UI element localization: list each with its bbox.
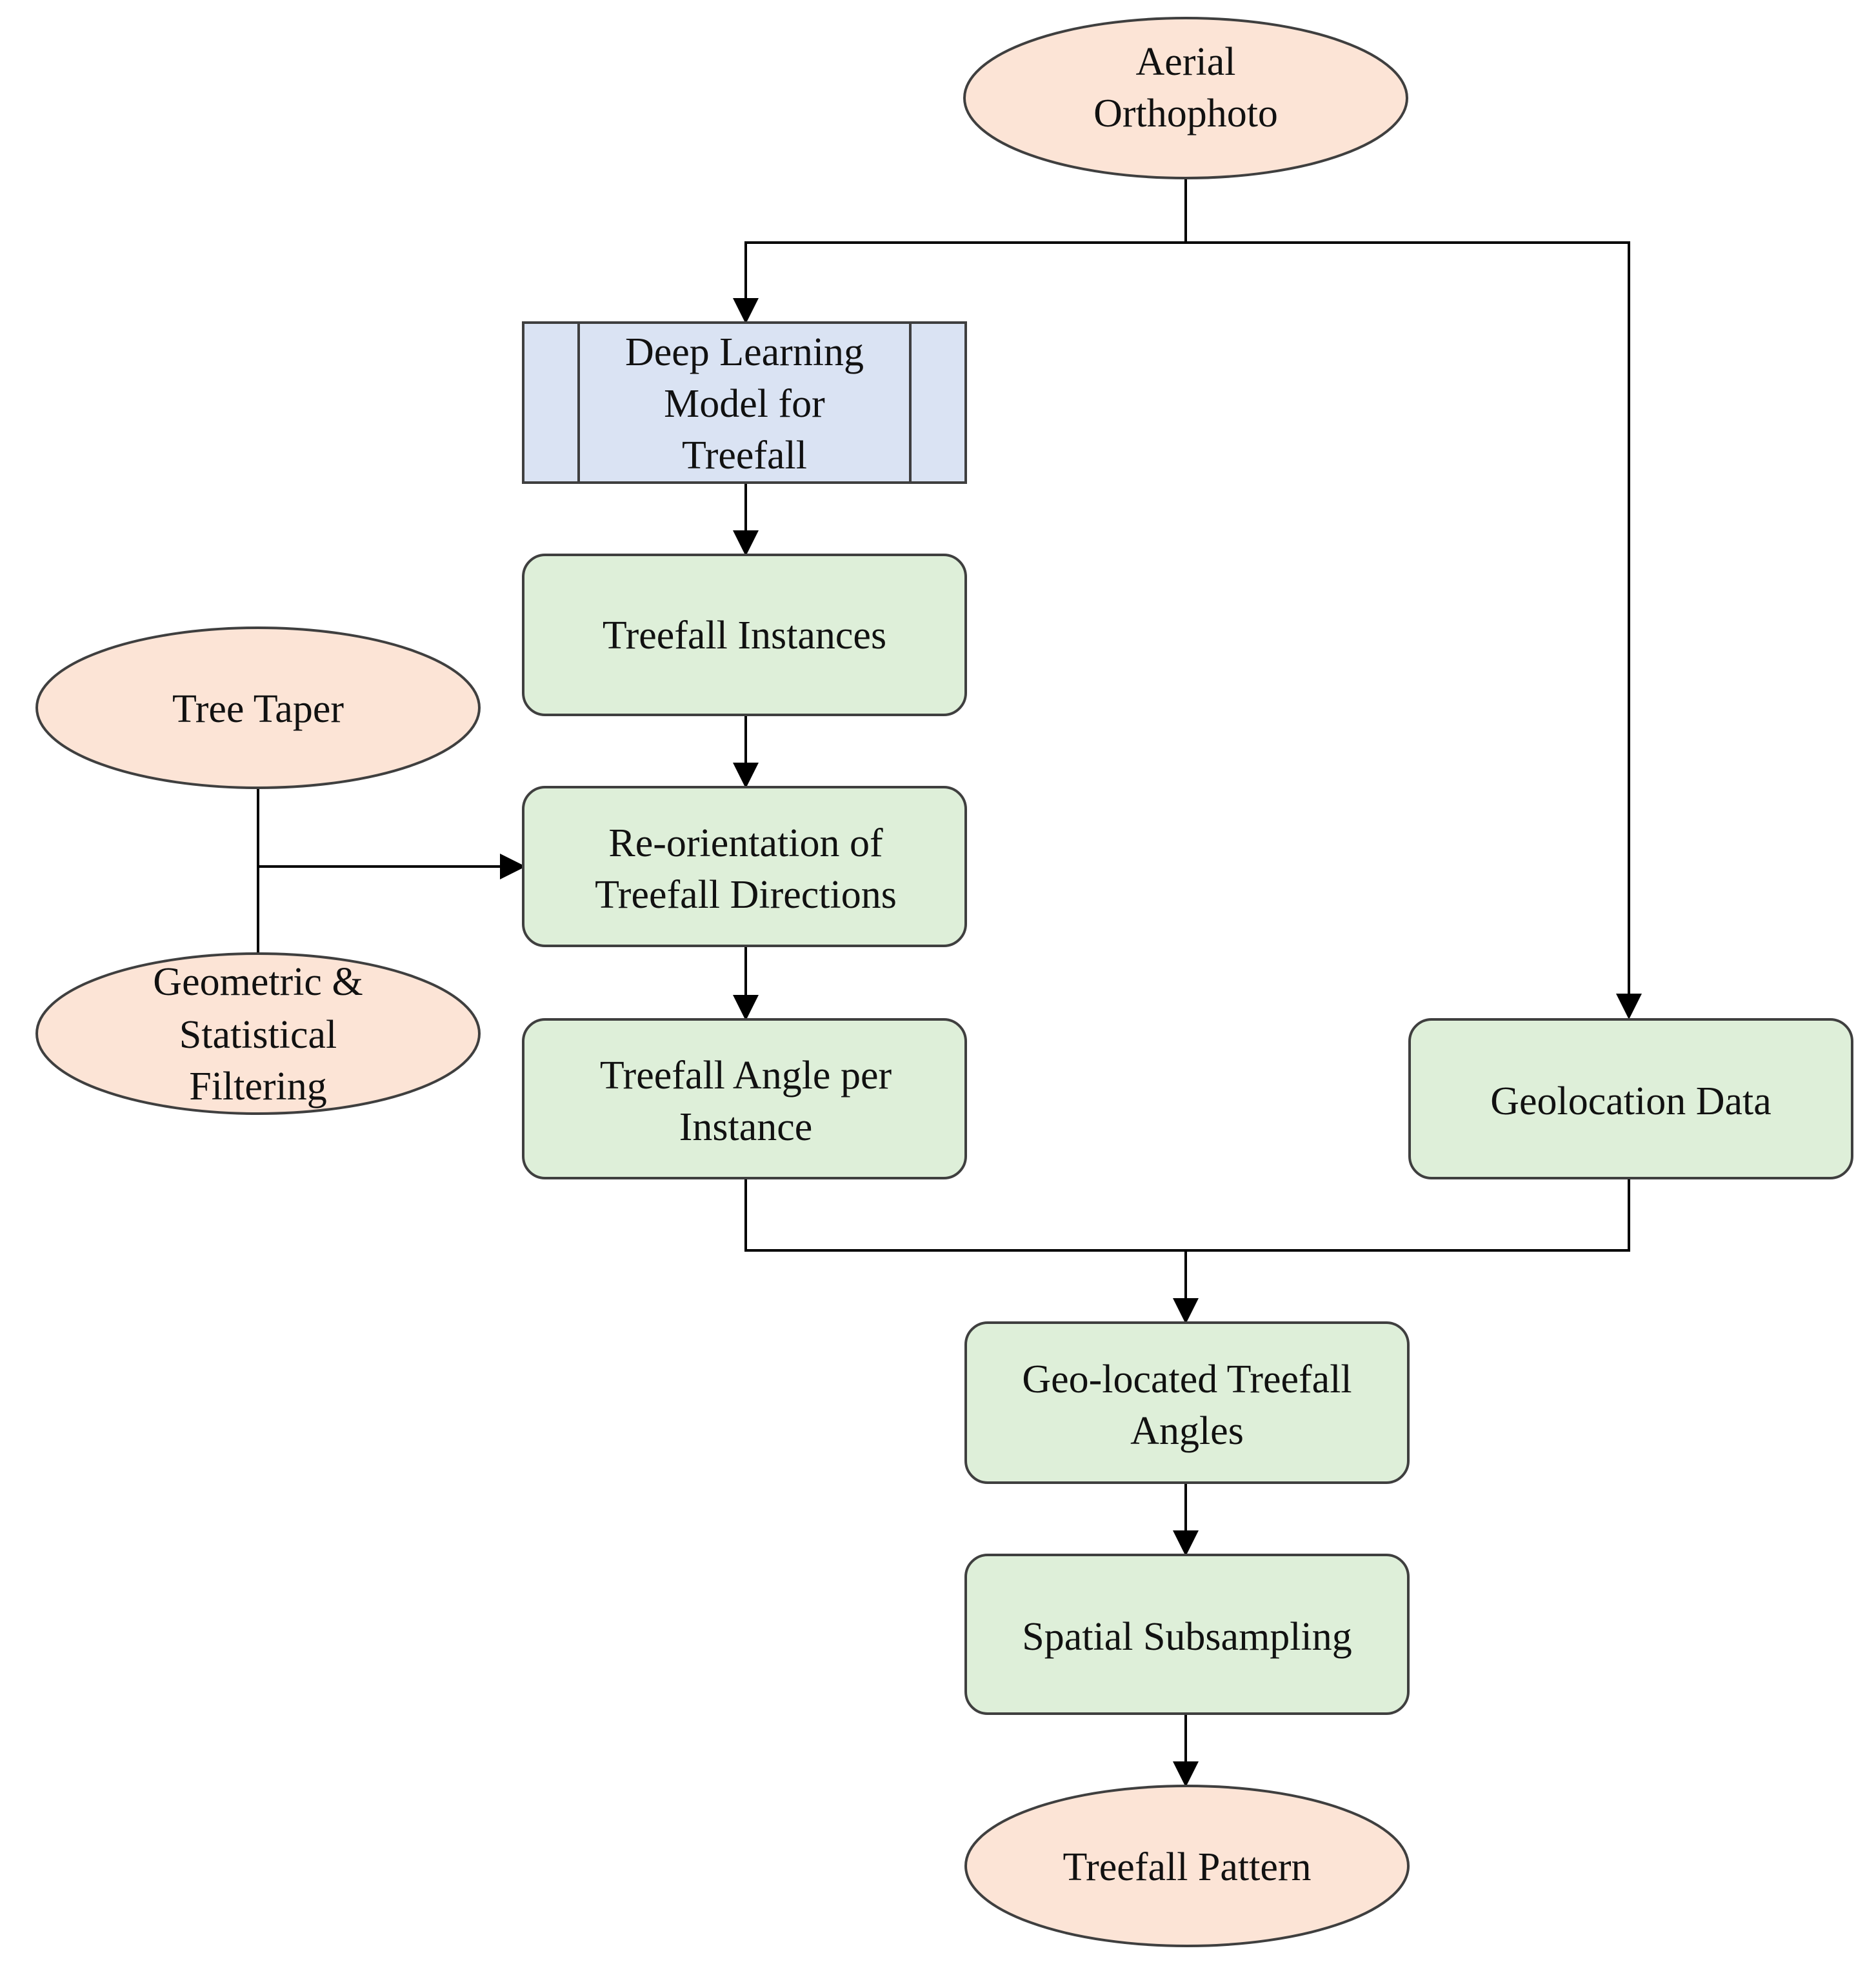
geolocation-data-shape (1408, 1018, 1853, 1179)
geo-located-angles-shape (964, 1321, 1410, 1484)
treefall-instances-label: Treefall Instances (603, 614, 886, 657)
edge-orthophoto-to-geolocation (1186, 241, 1642, 1019)
node-spatial-subsampling: Spatial Subsampling (964, 1554, 1410, 1715)
treefall-pattern-shape (964, 1785, 1410, 1947)
connectors (257, 178, 1642, 1787)
tree-taper-shape (35, 626, 481, 789)
aerial-orthophoto-label-line-1: Aerial (1136, 40, 1236, 84)
tree-taper-label: Tree Taper (172, 687, 344, 731)
treefall-angle-shape (522, 1018, 967, 1179)
node-aerial-orthophoto: Aerial Orthophoto (963, 17, 1408, 179)
node-geolocation-data: Geolocation Data (1408, 1018, 1853, 1179)
reorientation-label-line-2: Treefall Directions (595, 873, 897, 917)
treefall-pattern-label: Treefall Pattern (1063, 1845, 1311, 1889)
node-treefall-angle: Treefall Angle per Instance (522, 1018, 967, 1179)
node-geometric-filtering: Geometric & Statistical Filtering (35, 952, 481, 1115)
spatial-subsampling-shape (964, 1554, 1410, 1715)
geo-located-angles-label-line-2: Angles (1130, 1409, 1244, 1453)
spatial-subsampling-label: Spatial Subsampling (1022, 1615, 1352, 1659)
geometric-filtering-label-line-3: Filtering (189, 1065, 327, 1108)
geolocation-data-label: Geolocation Data (1490, 1079, 1771, 1123)
deep-learning-model-label-line-2: Model for (664, 382, 825, 426)
deep-learning-model-label-line-1: Deep Learning (625, 330, 864, 374)
node-reorientation: Re-orientation of Treefall Directions (522, 786, 967, 947)
deep-learning-model-label-line-3: Treefall (682, 434, 807, 477)
treefall-angle-label-line-2: Instance (679, 1105, 813, 1149)
treefall-angle-label-line-1: Treefall Angle per (600, 1054, 892, 1097)
geo-located-angles-label-line-1: Geo-located Treefall (1022, 1358, 1352, 1401)
geometric-filtering-shape (35, 952, 481, 1115)
node-treefall-instances: Treefall Instances (522, 554, 967, 716)
node-treefall-pattern: Treefall Pattern (964, 1785, 1410, 1947)
geometric-filtering-label-line-2: Statistical (179, 1013, 337, 1057)
reorientation-label-line-1: Re-orientation of (608, 821, 883, 865)
treefall-instances-shape (522, 554, 967, 716)
edge-angle-to-merge (744, 1178, 1630, 1252)
reorientation-shape (522, 786, 967, 947)
node-geo-located-angles: Geo-located Treefall Angles (964, 1321, 1410, 1484)
node-deep-learning-model: Deep Learning Model for Treefall (522, 321, 967, 484)
deep-learning-model-shape (522, 321, 967, 484)
edge-orthophoto-to-model (733, 178, 1187, 324)
aerial-orthophoto-shape (963, 17, 1408, 179)
geometric-filtering-label-line-1: Geometric & (153, 960, 363, 1004)
aerial-orthophoto-label-line-2: Orthophoto (1093, 92, 1278, 135)
node-tree-taper: Tree Taper (35, 626, 481, 789)
